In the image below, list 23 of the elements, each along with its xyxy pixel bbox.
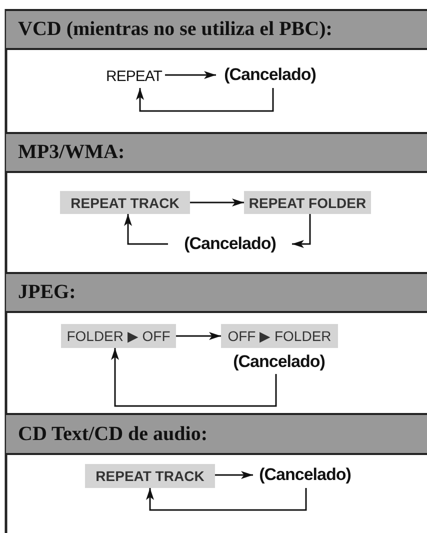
arrow — [111, 348, 277, 407]
arrow — [165, 71, 216, 79]
arrow — [146, 488, 307, 511]
state-label: (Cancelado) — [253, 462, 357, 488]
arrow — [136, 88, 274, 112]
section-header: VCD (mientras no se utiliza el PBC): — [6, 9, 427, 50]
mode-indicator: REPEAT FOLDER — [244, 191, 371, 214]
arrow — [176, 332, 221, 340]
section-header: MP3/WMA: — [6, 132, 427, 173]
mode-indicator: FOLDER ▶ OFF — [61, 324, 176, 348]
arrow — [190, 198, 244, 206]
state-label: (Cancelado) — [226, 349, 332, 374]
state-label: (Cancelado) — [168, 232, 292, 256]
mode-indicator: REPEAT TRACK — [60, 191, 190, 214]
mode-indicator: OFF ▶ FOLDER — [221, 324, 338, 348]
state-label: (Cancelado) — [216, 62, 324, 88]
section-header: JPEG: — [6, 272, 427, 313]
arrow — [215, 471, 253, 479]
section-header: CD Text/CD de audio: — [6, 413, 427, 455]
arrow — [124, 214, 168, 245]
mode-indicator: REPEAT TRACK — [85, 464, 215, 488]
state-label: REPEAT — [103, 64, 165, 88]
arrow — [292, 214, 311, 248]
